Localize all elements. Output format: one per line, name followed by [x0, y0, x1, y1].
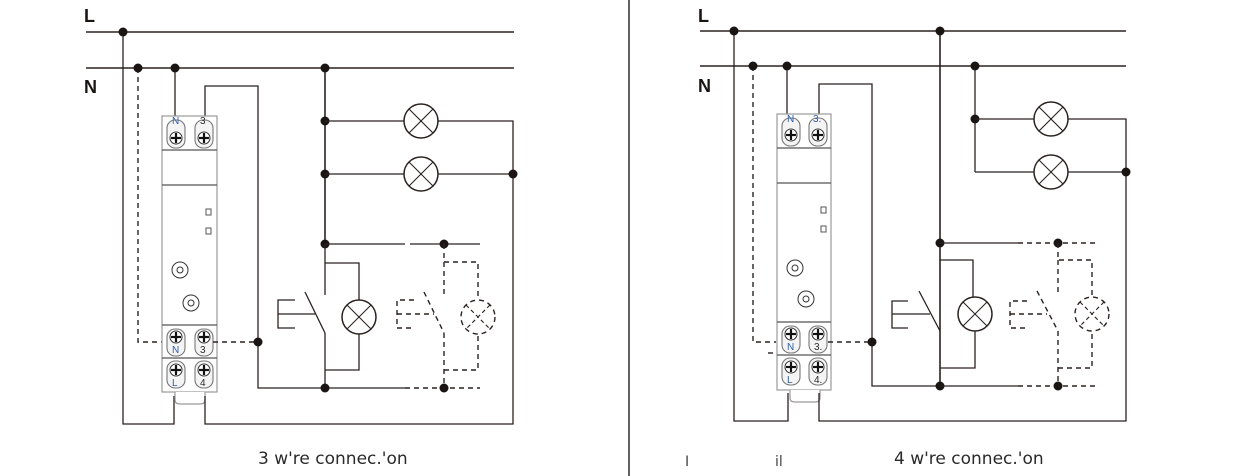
timer-relay-device: N 3 N 3 L 4 — [161, 115, 218, 405]
pushbutton-switch-icon — [1009, 290, 1059, 332]
diagram-3-wire: L N N 3 — [84, 6, 518, 469]
screw-icon — [197, 363, 211, 377]
junction-dot — [970, 61, 980, 71]
stray-mark: I — [685, 454, 689, 470]
junction-dot — [170, 63, 180, 73]
terminal-label: N — [787, 342, 794, 353]
pushbutton-group-solid — [277, 239, 480, 393]
lamp-icon — [1033, 101, 1069, 137]
pushbutton-switch-icon — [277, 291, 326, 334]
lamp-icon — [403, 156, 439, 192]
pushbutton-group-optional — [1009, 243, 1110, 391]
screw-icon — [169, 131, 183, 145]
junction-dot — [782, 61, 792, 71]
terminal-label: 3. — [813, 114, 821, 125]
terminal-label: L — [787, 375, 793, 386]
wire — [1057, 243, 1093, 298]
live-feed-wire — [733, 31, 789, 422]
junction-dot — [1053, 381, 1063, 391]
screw-icon — [784, 327, 798, 341]
lamp-icon — [1074, 296, 1110, 332]
terminal-label: N — [172, 345, 179, 356]
terminal-label: 4. — [814, 375, 822, 386]
terminal-label: 4 — [200, 378, 206, 389]
lamp-wire — [438, 120, 514, 174]
wire — [325, 334, 360, 371]
pushbutton-switch-icon — [396, 291, 445, 334]
optional-neutral-wire — [752, 66, 776, 343]
screw-icon — [197, 131, 211, 145]
screw-icon — [784, 128, 798, 142]
junction-dot — [118, 27, 128, 37]
junction-dot — [320, 63, 330, 73]
junction-dot — [508, 169, 518, 179]
wire — [1058, 331, 1093, 369]
screw-icon — [197, 330, 211, 344]
terminal-label: N — [787, 114, 794, 125]
wire — [443, 244, 479, 300]
junction-dot — [935, 26, 945, 36]
din-clip — [174, 392, 206, 405]
screw-icon — [784, 360, 798, 374]
terminal-label: 3 — [200, 345, 206, 356]
junction-dot — [320, 383, 330, 393]
junction-dot — [867, 337, 877, 347]
led-indicator — [820, 225, 827, 233]
lamp-icon — [1033, 154, 1069, 190]
optional-neutral-wire — [137, 68, 168, 343]
wire — [325, 262, 360, 300]
wire — [940, 259, 974, 298]
lamp-icon — [957, 296, 993, 332]
adjust-knob-icon[interactable] — [182, 294, 200, 312]
terminal-label: 3 — [200, 116, 206, 127]
live-feed-wire — [122, 32, 175, 425]
terminal-label: L — [172, 378, 178, 389]
screw-icon — [811, 128, 825, 142]
live-rail-label: L — [698, 6, 709, 26]
led-indicator — [820, 206, 827, 214]
junction-dot — [253, 337, 263, 347]
timer-relay-device: N 3. N 3. L 4. — [768, 113, 832, 403]
junction-dot — [133, 63, 143, 73]
neutral-rail-label: N — [698, 76, 711, 96]
output-wire — [818, 83, 940, 387]
lamp-icon — [403, 103, 439, 139]
adjust-knob-icon[interactable] — [171, 261, 189, 279]
adjust-knob-icon[interactable] — [797, 290, 815, 308]
neutral-rail-label: N — [84, 77, 97, 97]
output-wire — [204, 85, 325, 389]
pushbutton-group-solid — [891, 238, 1095, 391]
wire — [940, 331, 976, 369]
led-indicator — [205, 227, 212, 235]
adjust-knob-icon[interactable] — [786, 259, 804, 277]
screw-icon — [169, 363, 183, 377]
caption-3-wire: 3 w're connec.'on — [258, 449, 408, 469]
diagram-4-wire: L N N 3. — [685, 6, 1131, 470]
screw-icon — [811, 327, 825, 341]
led-indicator — [205, 208, 212, 216]
caption-4-wire: 4 w're connec.'on — [894, 449, 1044, 469]
terminal-4-wire — [818, 172, 1127, 422]
live-rail-label: L — [84, 6, 95, 26]
screw-icon — [811, 360, 825, 374]
terminal-4-wire — [204, 174, 514, 425]
terminal-label: 3. — [814, 342, 822, 353]
junction-dot — [748, 61, 758, 71]
junction-dot — [729, 26, 739, 36]
lamp-icon — [460, 299, 496, 335]
lamp-wire — [1068, 118, 1127, 172]
lamp-icon — [341, 299, 377, 335]
stray-mark: il — [775, 454, 783, 470]
terminal-label: N — [172, 116, 179, 127]
pushbutton-switch-icon — [891, 290, 941, 332]
screw-icon — [169, 330, 183, 344]
junction-dot — [1121, 167, 1131, 177]
wire — [444, 334, 479, 371]
junction-dot — [439, 383, 449, 393]
din-clip — [789, 390, 821, 403]
pushbutton-group-optional — [396, 244, 496, 393]
